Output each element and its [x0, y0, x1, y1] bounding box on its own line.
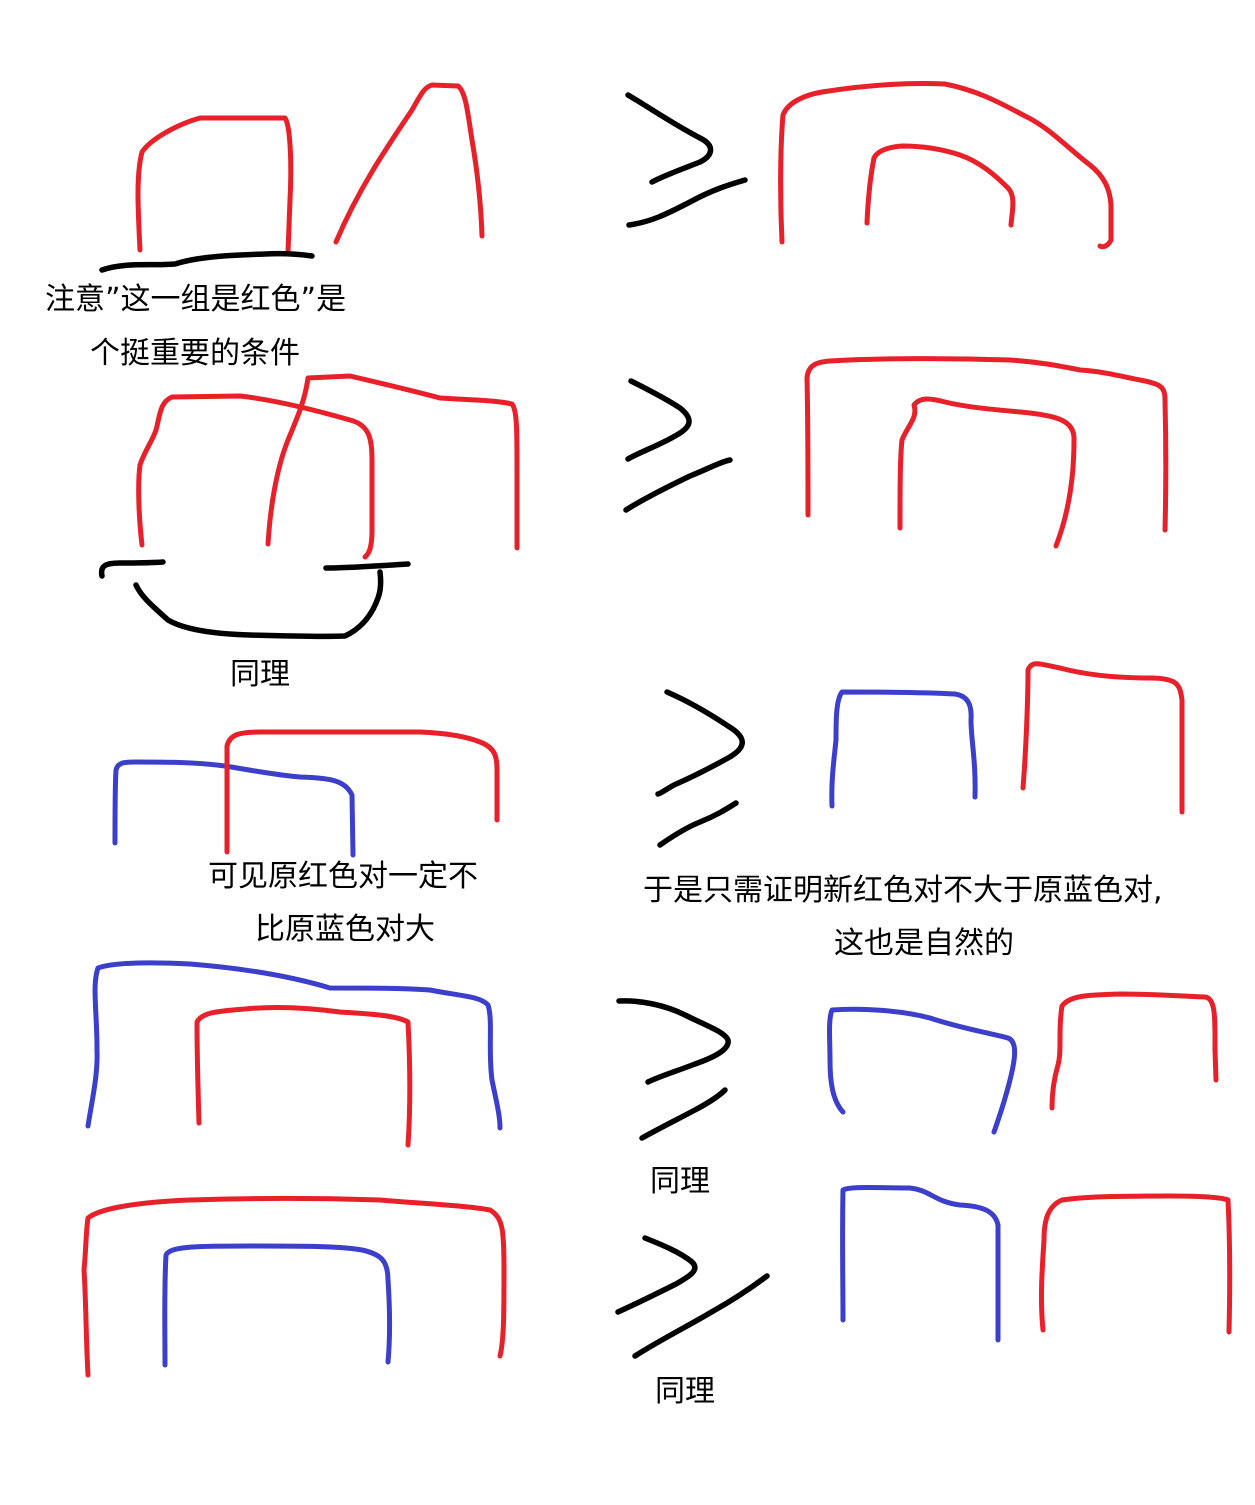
row3 [112, 661, 1185, 858]
row1-right-red-outer-arc [778, 80, 1114, 250]
row1-underline [99, 250, 315, 273]
row1-note-line1: 注意”这一组是红色”是 [45, 282, 347, 317]
row2-geq-symbol-bottom [623, 457, 733, 513]
row1-geq-symbol-top [625, 92, 714, 185]
row4-note: 同理 [650, 1164, 710, 1199]
row5-geq-symbol-top [615, 1235, 698, 1315]
row3-right-note-line2: 这也是自然的 [834, 926, 1014, 961]
row4-right-red-arc [1049, 991, 1219, 1111]
row2-right-red-inner [897, 396, 1077, 549]
row4-right-blue-arc [827, 1006, 1018, 1135]
row4-geq-symbol-bottom [639, 1087, 728, 1141]
row4-geq-symbol-top [616, 998, 731, 1085]
row3-right-red-arc [1020, 661, 1185, 815]
row3-right-note-line1: 于是只需证明新红色对不大于原蓝色对, [643, 873, 1163, 908]
row1-right-red-inner-arc [864, 143, 1016, 228]
row1-left-red-arc-square [135, 115, 294, 255]
row1-note-line2: 个挺重要的条件 [90, 336, 300, 371]
row5-right-red-arc [1038, 1193, 1233, 1335]
row2-left-red-arc-a [136, 393, 375, 560]
row5-right-blue-arc [840, 1185, 1001, 1343]
row3-left-note-line2: 比原蓝色对大 [255, 912, 435, 947]
row5-geq-symbol-bottom [632, 1273, 770, 1359]
row2 [98, 356, 1169, 640]
row2-right-tick [323, 561, 411, 571]
row2-right-red-outer [804, 356, 1169, 533]
row2-note: 同理 [230, 657, 290, 692]
row5-note: 同理 [655, 1374, 715, 1409]
row3-left-note-line1: 可见原红色对一定不 [208, 859, 478, 894]
row2-left-tick [98, 559, 166, 579]
row3-geq-symbol-bottom [657, 800, 739, 848]
row2-left-red-arc-b [265, 373, 520, 551]
row1-geq-symbol-bottom [626, 177, 748, 228]
row2-geq-symbol-top [625, 378, 692, 462]
row5 [81, 1185, 1233, 1378]
row3-left-blue-arc [112, 759, 356, 858]
row2-brace [133, 569, 384, 640]
row3-left-red-arc [224, 729, 500, 855]
row4-left-blue-outer [85, 960, 503, 1131]
row1-left-red-arc-peak [333, 82, 485, 245]
row5-left-red-outer [81, 1196, 507, 1378]
row5-left-blue-inner [162, 1243, 392, 1368]
row3-right-blue-arc [829, 689, 978, 809]
row4 [85, 960, 1219, 1148]
row1 [99, 80, 1114, 273]
row4-left-red-inner [194, 1005, 413, 1148]
row3-geq-symbol-top [655, 689, 745, 797]
